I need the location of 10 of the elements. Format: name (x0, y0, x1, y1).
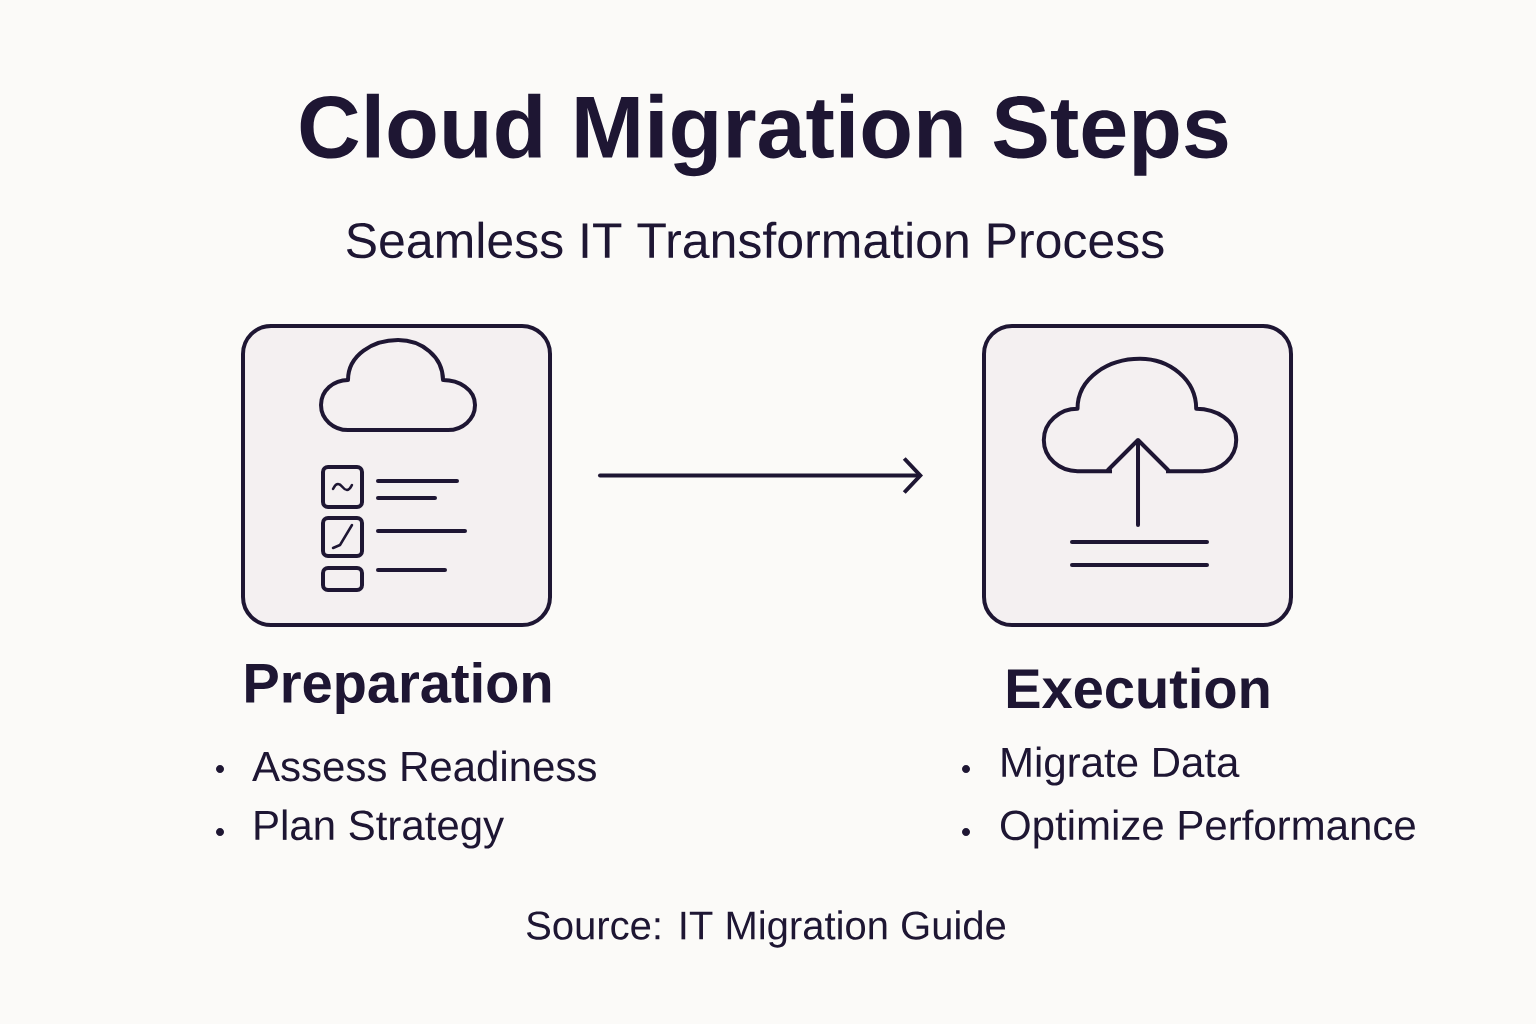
bullet-item: Plan Strategy (255, 809, 504, 849)
bullet-item: Migrate Data (1002, 746, 1240, 786)
arrow (598, 457, 923, 494)
subtitle: Seamless IT Transformation Process (346, 221, 1164, 259)
step-heading: Preparation (246, 661, 551, 715)
bullet-item: Optimize Performance (1001, 809, 1415, 849)
title: Cloud Migration Steps (300, 93, 1228, 177)
bullet-item: Assess Readiness (252, 750, 596, 782)
step-heading: Execution (1007, 667, 1269, 709)
source-note: Source: IT Migration Guide (527, 910, 1006, 948)
